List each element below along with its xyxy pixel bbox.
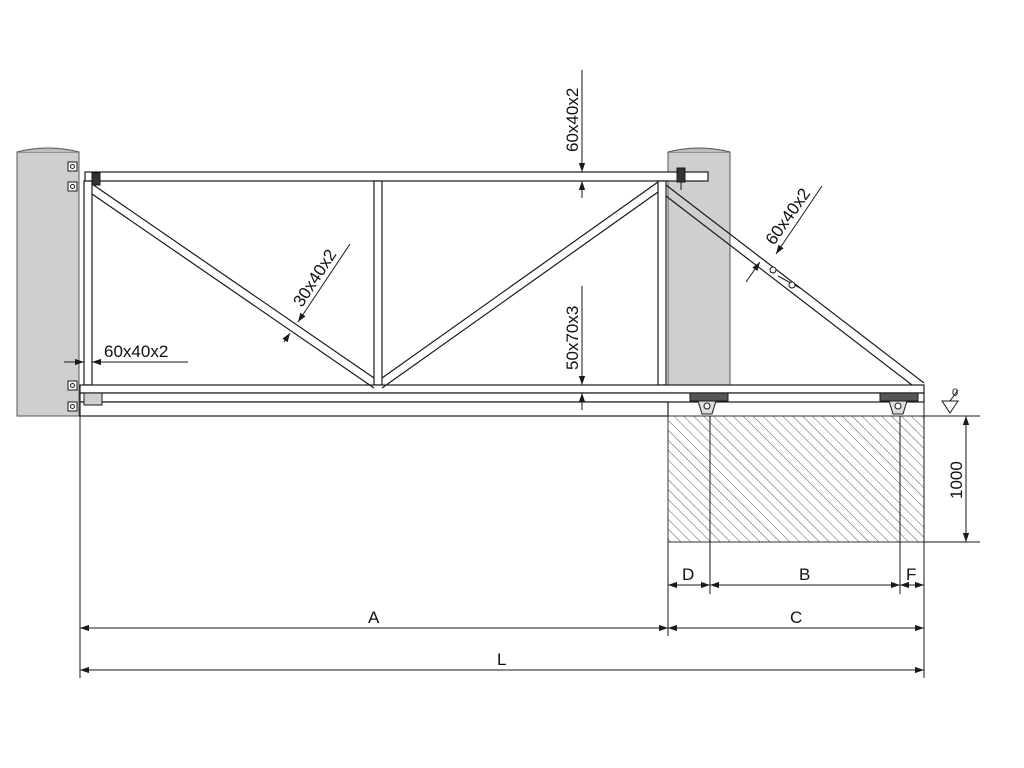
tail-diagonal-size-leader — [745, 185, 823, 289]
foundation — [667, 415, 925, 543]
top-guide-bracket — [676, 167, 686, 190]
tail-diagonal-size: 60x40x2 — [762, 185, 814, 249]
gate-frame — [79, 171, 925, 417]
left-stile — [83, 180, 93, 386]
roller-carriage-rear — [879, 392, 919, 415]
dimension-d: D — [682, 565, 694, 584]
side-stile-size: 60x40x2 — [104, 342, 168, 361]
top-rail-size: 60x40x2 — [563, 88, 582, 152]
diagonal-size-leader — [282, 243, 351, 343]
foundation-depth: 1000 — [947, 461, 966, 499]
ground-level-mark — [924, 389, 980, 417]
left-post — [16, 147, 80, 417]
roller-carriage-front — [689, 392, 729, 415]
extension-lines — [79, 402, 980, 678]
top-rail — [84, 171, 709, 182]
dimension-f: F — [906, 565, 916, 584]
guide-rail — [79, 392, 925, 403]
ground-level-value: 0 — [952, 387, 958, 399]
right-post — [667, 147, 731, 389]
left-post-fixings — [67, 161, 103, 412]
bottom-beam-size: 50x70x3 — [563, 306, 582, 370]
dimension-b: B — [799, 565, 810, 584]
middle-stile — [373, 180, 383, 386]
dimension-c: C — [790, 608, 802, 627]
dimension-a: A — [368, 608, 380, 627]
bottom-beam — [79, 384, 925, 394]
dimension-l: L — [497, 650, 506, 669]
diagonal-size: 30x40x2 — [289, 246, 340, 310]
right-stile — [657, 180, 667, 386]
